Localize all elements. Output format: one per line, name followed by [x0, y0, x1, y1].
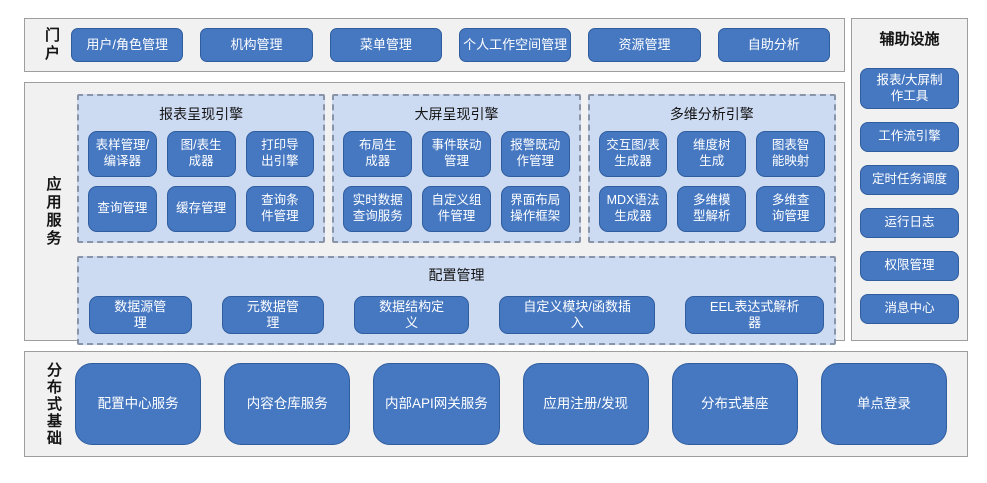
engine-block: 维度树 生成 — [677, 131, 747, 177]
engine-block: 查询条 件管理 — [245, 186, 315, 232]
portal-block: 用户/角色管理 — [71, 28, 184, 62]
distributed-block: 单点登录 — [820, 363, 948, 445]
engine-block: 缓存管理 — [166, 186, 236, 232]
portal-block: 自助分析 — [717, 28, 830, 62]
distributed-block: 分布式基座 — [671, 363, 798, 445]
engine-block: 报警既动 作管理 — [500, 131, 570, 177]
config-block: 数据结构定义 — [354, 296, 470, 334]
auxiliary-block: 报表/大屏制 作工具 — [860, 68, 959, 110]
distributed-block: 内容仓库服务 — [224, 363, 351, 445]
engine-block: 交互图/表 生成器 — [598, 131, 668, 177]
auxiliary-items: 报表/大屏制 作工具 工作流引擎 定时任务调度 运行日志 权限管理 消息中心 — [860, 55, 959, 325]
config-management-title: 配置管理 — [428, 267, 485, 283]
config-block: 自定义模块/函数插入 — [499, 296, 656, 334]
config-block: 数据源管理 — [89, 296, 192, 334]
app-services-section: 应用服务 报表呈现引擎 表样管理/ 编译器 图/表生 成器 打印导 出引擎 查询… — [24, 82, 845, 345]
report-engine-group: 报表呈现引擎 表样管理/ 编译器 图/表生 成器 打印导 出引擎 查询管理 缓存… — [77, 94, 326, 243]
auxiliary-block: 权限管理 — [860, 251, 959, 282]
portal-block: 菜单管理 — [329, 28, 442, 62]
engine-block: 多维模 型解析 — [677, 186, 747, 232]
app-services-label: 应用服务 — [44, 175, 62, 248]
engine-block: MDX语法 生成器 — [598, 186, 668, 232]
engine-block: 表样管理/ 编译器 — [88, 131, 157, 177]
distributed-block: 配置中心服务 — [75, 363, 202, 445]
engine-block: 图/表生 成器 — [166, 131, 236, 177]
engine-block: 实时数据 查询服务 — [343, 186, 413, 232]
engine-block: 查询管理 — [88, 186, 157, 232]
portal-block: 资源管理 — [588, 28, 701, 62]
config-block: 元数据管理 — [221, 296, 325, 334]
engine-row: 报表呈现引擎 表样管理/ 编译器 图/表生 成器 打印导 出引擎 查询管理 缓存… — [77, 94, 836, 243]
auxiliary-block: 定时任务调度 — [860, 165, 959, 196]
auxiliary-block: 消息中心 — [860, 294, 959, 325]
auxiliary-title: 辅助设施 — [879, 31, 940, 48]
engine-block: 多维查 询管理 — [756, 186, 825, 232]
engine-block: 打印导 出引擎 — [245, 131, 315, 177]
engine-block: 界面布局 操作框架 — [500, 186, 570, 232]
dashboard-engine-title: 大屏呈现引擎 — [414, 106, 499, 122]
portal-label: 门户 — [43, 27, 60, 63]
engine-block: 图表智 能映射 — [756, 131, 825, 177]
config-management-group: 配置管理 数据源管理 元数据管理 数据结构定义 自定义模块/函数插入 EEL表达… — [77, 256, 836, 345]
engine-block: 自定义组 件管理 — [422, 186, 491, 232]
portal-section: 门户 用户/角色管理 机构管理 菜单管理 个人工作空间管理 资源管理 自助分析 — [24, 18, 845, 72]
olap-engine-group: 多维分析引擎 交互图/表 生成器 维度树 生成 图表智 能映射 MDX语法 生成… — [587, 94, 836, 243]
dashboard-engine-group: 大屏呈现引擎 布局生 成器 事件联动 管理 报警既动 作管理 实时数据 查询服务… — [332, 94, 581, 243]
auxiliary-block: 工作流引擎 — [860, 122, 959, 153]
portal-block: 个人工作空间管理 — [458, 28, 572, 62]
engine-block: 布局生 成器 — [343, 131, 413, 177]
olap-engine-items: 交互图/表 生成器 维度树 生成 图表智 能映射 MDX语法 生成器 多维模 型… — [598, 131, 825, 232]
portal-block: 机构管理 — [200, 28, 313, 62]
auxiliary-block: 运行日志 — [860, 208, 959, 239]
distributed-base-label: 分布式基础 — [45, 361, 62, 447]
distributed-block: 内部API网关服务 — [373, 363, 500, 445]
portal-items: 用户/角色管理 机构管理 菜单管理 个人工作空间管理 资源管理 自助分析 — [71, 28, 830, 62]
app-services-content: 报表呈现引擎 表样管理/ 编译器 图/表生 成器 打印导 出引擎 查询管理 缓存… — [71, 83, 836, 345]
distributed-block: 应用注册/发现 — [522, 363, 649, 445]
report-engine-items: 表样管理/ 编译器 图/表生 成器 打印导 出引擎 查询管理 缓存管理 查询条 … — [88, 131, 315, 232]
distributed-base-items: 配置中心服务 内容仓库服务 内部API网关服务 应用注册/发现 分布式基座 单点… — [75, 363, 948, 445]
distributed-base-section: 分布式基础 配置中心服务 内容仓库服务 内部API网关服务 应用注册/发现 分布… — [24, 351, 968, 457]
report-engine-title: 报表呈现引擎 — [159, 106, 244, 122]
auxiliary-section: 辅助设施 报表/大屏制 作工具 工作流引擎 定时任务调度 运行日志 权限管理 消… — [851, 18, 968, 341]
engine-block: 事件联动 管理 — [422, 131, 491, 177]
config-block: EEL表达式解析器 — [685, 296, 824, 334]
olap-engine-title: 多维分析引擎 — [669, 106, 754, 122]
config-management-items: 数据源管理 元数据管理 数据结构定义 自定义模块/函数插入 EEL表达式解析器 — [89, 296, 824, 334]
dashboard-engine-items: 布局生 成器 事件联动 管理 报警既动 作管理 实时数据 查询服务 自定义组 件… — [343, 131, 570, 232]
